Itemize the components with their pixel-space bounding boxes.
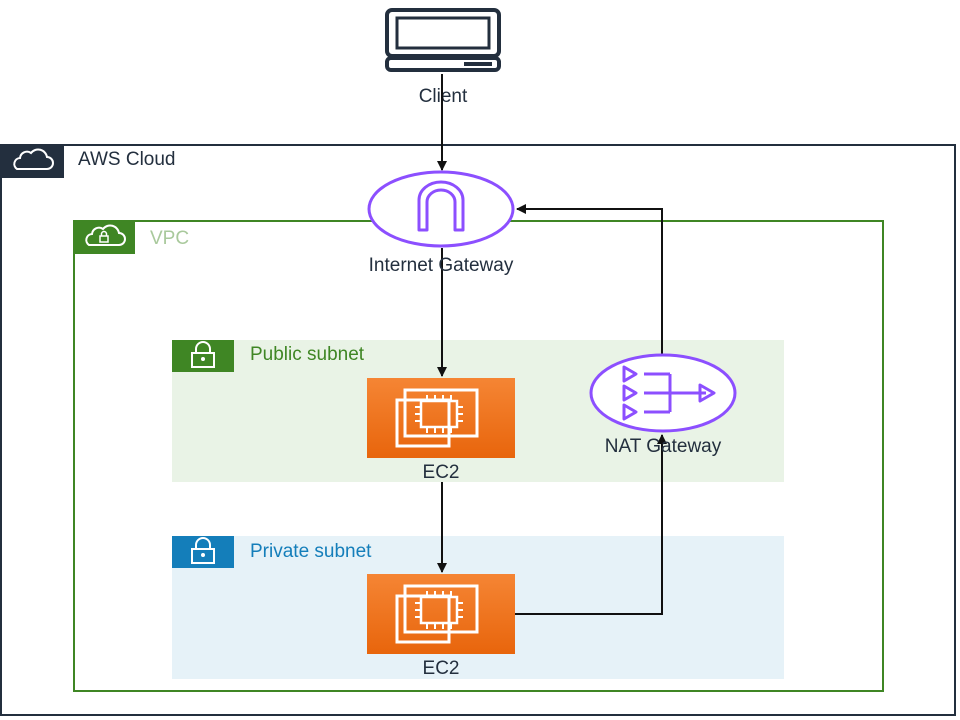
aws-cloud-label: AWS Cloud — [78, 149, 176, 170]
vpc-tag — [73, 220, 135, 254]
cloud-icon — [13, 148, 54, 170]
vpc-label: VPC — [150, 228, 190, 249]
aws-cloud-tag — [0, 144, 64, 178]
public-subnet-tag — [172, 340, 234, 372]
nat-gateway-icon — [589, 353, 737, 433]
lock-icon — [191, 341, 215, 368]
ec2-private-label: EC2 — [422, 658, 460, 679]
ec2-instance-icon — [395, 584, 479, 644]
ec2-private-to-nat-arrow — [515, 434, 667, 615]
private-subnet-label: Private subnet — [250, 541, 372, 562]
internet-gateway-label: Internet Gateway — [368, 255, 514, 276]
private-subnet-tag — [172, 536, 234, 568]
nat-gateway-label: NAT Gateway — [604, 436, 722, 457]
nat-to-igw-arrow — [516, 204, 663, 354]
vpc-cloud-lock-icon — [85, 224, 126, 246]
ec2-public-node — [367, 378, 515, 458]
lock-icon — [191, 537, 215, 564]
ec2-public-label: EC2 — [422, 462, 460, 483]
internet-gateway-icon — [367, 170, 515, 248]
ec2-instance-icon — [395, 388, 479, 448]
client-computer-icon — [385, 8, 501, 72]
public-subnet-label: Public subnet — [250, 344, 365, 365]
aws-cloud-group — [0, 144, 956, 716]
ec2-private-node — [367, 574, 515, 654]
